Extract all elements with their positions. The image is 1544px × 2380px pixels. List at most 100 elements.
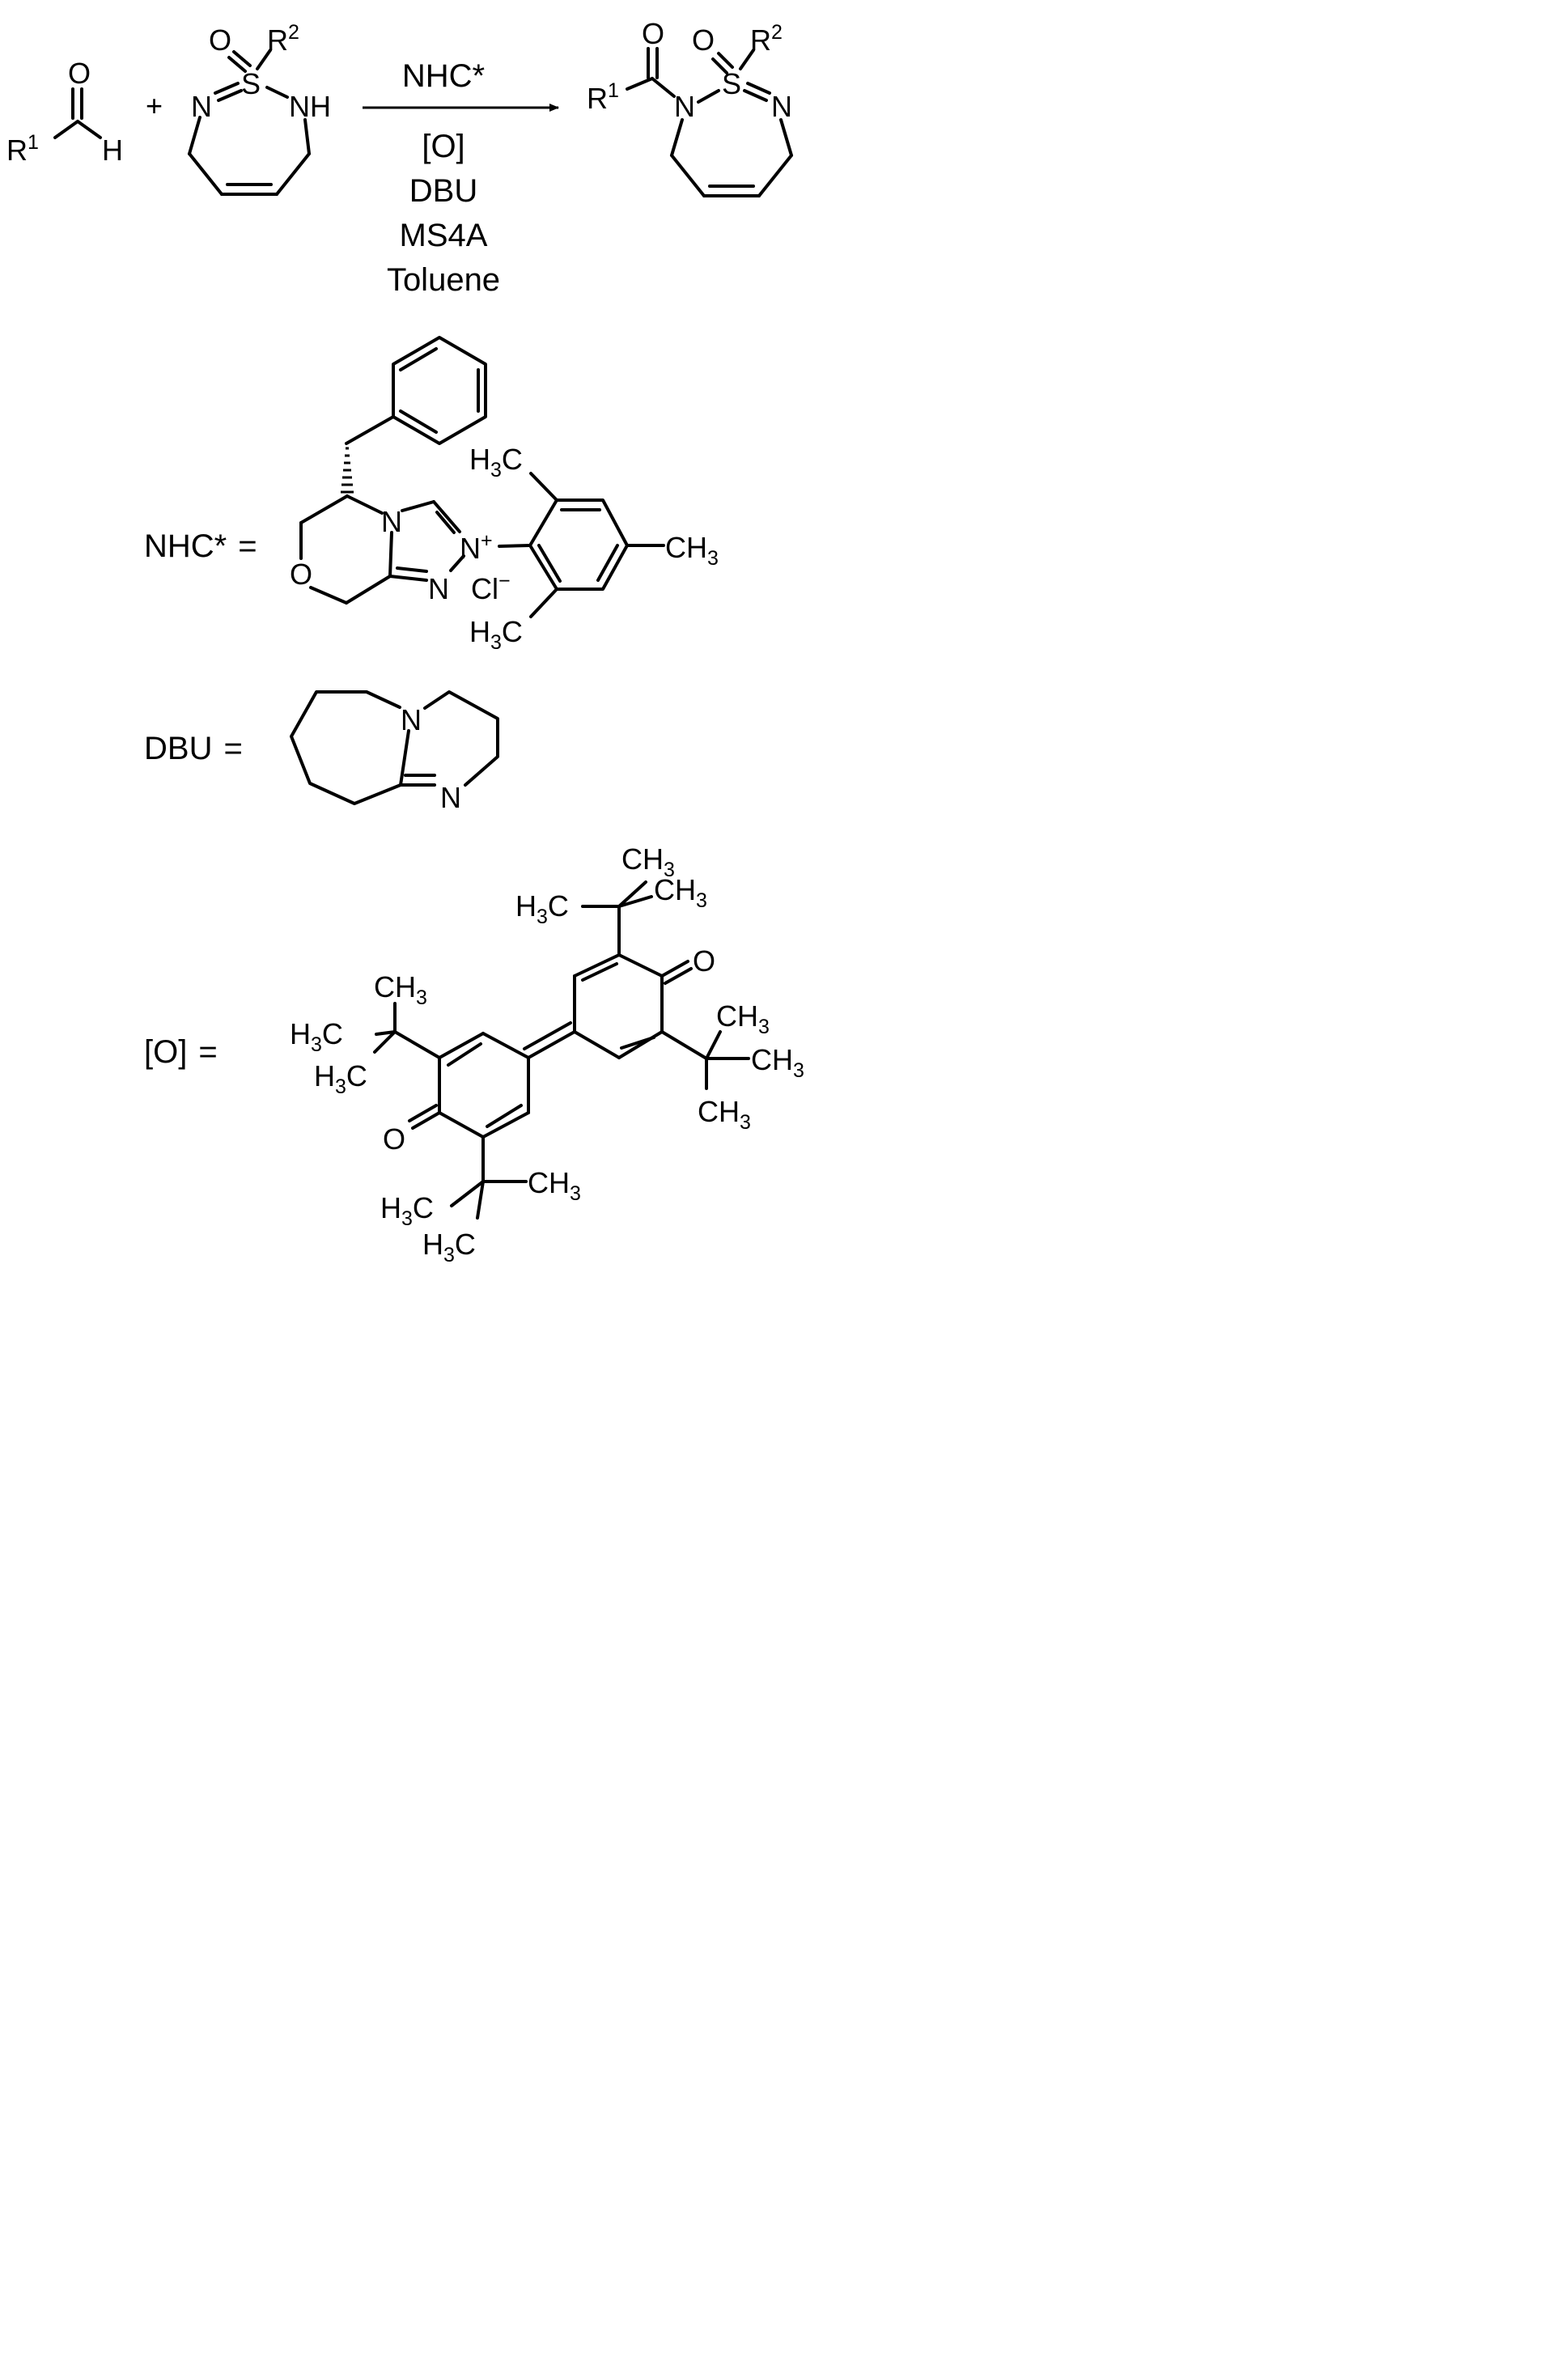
nhc-imine-nitrogen-label: N — [428, 572, 449, 605]
reactant-oxygen-label: O — [209, 23, 231, 57]
nhc-upper-methyl-c: C — [502, 443, 523, 476]
reaction-scheme: O R1 H + O R2 S N NH NHC* [O] DBU MS4A — [6, 17, 804, 1266]
hashed-wedge-bond — [341, 447, 354, 494]
oxidant-right-top-ch3-label: CH3 — [716, 999, 770, 1038]
oxidant-right-mid-ch3-ch: CH — [751, 1043, 793, 1076]
oxidant-upper-left-ch3-h: H — [515, 889, 537, 923]
oxidant-lower-oxygen-atom: O — [383, 1122, 405, 1156]
product-oxygen-atom: O — [642, 17, 664, 50]
dbu-imine-nitrogen-atom: N — [440, 781, 461, 814]
oxidant-upper-oxygen-atom: O — [693, 944, 715, 978]
nhc-cationic-nitrogen-label: N+ — [460, 529, 493, 565]
nhc-definition-name: NHC* — [144, 528, 227, 564]
nhc-imine-nitrogen-atom: N — [428, 572, 449, 605]
nhc-triazole-nitrogen-label: N — [381, 505, 402, 538]
product-imine-nitrogen-label: N — [771, 90, 792, 123]
nhc-lower-methyl-c: C — [502, 615, 523, 648]
nhc-lower-methyl-h: H — [469, 615, 490, 648]
nhc-negative-charge: − — [498, 570, 511, 592]
dbu-definition-label: DBU = — [144, 731, 243, 766]
aldehyde-hydrogen-label: H — [102, 134, 123, 167]
reactant-r-atom: R — [267, 23, 288, 57]
reaction-conditions: NHC* [O] DBU MS4A Toluene — [363, 58, 559, 298]
nhc-definition-label: NHC* = — [144, 528, 257, 564]
oxidant-upper-left-ch3-subscript: 3 — [537, 906, 548, 928]
product-acyl-nitrogen-atom: N — [674, 90, 695, 123]
oxidant-bottom-lower-ch3-label: H3C — [422, 1228, 476, 1266]
nhc-lower-methyl-label: H3C — [469, 615, 523, 654]
oxidant-bottom-left-ch3-subscript: 3 — [401, 1207, 413, 1230]
dbu-definition-name: DBU — [144, 731, 212, 766]
oxidant-right-bottom-ch3-ch: CH — [698, 1095, 740, 1128]
nhc-ring-oxygen-label: O — [290, 558, 312, 591]
aldehyde-oxygen-label: O — [68, 57, 91, 90]
oxidant-definition-name: [O] — [144, 1034, 187, 1070]
nhc-upper-methyl-subscript: 3 — [490, 459, 502, 482]
oxidant-upper-top-ch3-ch: CH — [621, 842, 664, 876]
oxidant-left-top-ch3-ch: CH — [374, 970, 416, 1003]
acylated-product: O O R1 R2 S N N — [587, 17, 793, 197]
plus-sign: + — [146, 89, 163, 122]
reactant-r2-label: R2 — [267, 21, 299, 57]
product-r1-label: R1 — [587, 79, 619, 115]
condition-nhc: NHC* — [402, 58, 485, 94]
product-oxygen-label: O — [642, 17, 664, 50]
condition-base: DBU — [409, 173, 477, 209]
oxidant-bottom-lower-ch3-subscript: 3 — [443, 1244, 455, 1266]
oxidant-right-top-ch3-subscript: 3 — [758, 1016, 770, 1038]
nhc-para-methyl-ch: CH — [665, 531, 707, 564]
product-r1-atom: R — [587, 82, 608, 115]
reactant-nh-label: NH — [289, 90, 331, 123]
condition-solvent: Toluene — [387, 262, 500, 298]
dbu-imine-nitrogen-label: N — [440, 781, 461, 814]
oxidant-bottom-right-ch3-subscript: 3 — [570, 1182, 581, 1205]
product-sulfonyl-oxygen-label: O — [692, 23, 715, 57]
product-imine-nitrogen-atom: N — [771, 90, 792, 123]
reactant-sulfur-atom: S — [241, 67, 261, 100]
oxidant-definition-equals: = — [198, 1034, 217, 1070]
nhc-para-methyl-label: CH3 — [665, 531, 719, 570]
nhc-para-methyl-subscript: 3 — [707, 547, 719, 570]
oxidant-left-top-ch3-label: CH3 — [374, 970, 427, 1009]
reactant-imine-nitrogen-atom: N — [191, 90, 212, 123]
oxidant-left-bottom-ch3-label: H3C — [314, 1059, 367, 1098]
reactant-imine-nitrogen-label: N — [191, 90, 212, 123]
dbu-bridgehead-nitrogen-atom: N — [401, 703, 422, 736]
dbu-definition: DBU = N N — [144, 690, 499, 814]
nhc-chloride-label: Cl− — [471, 570, 511, 605]
oxidant-upper-right-ch3-label: CH3 — [654, 873, 707, 912]
oxidant-right-mid-ch3-label: CH3 — [751, 1043, 804, 1082]
nhc-definition-equals: = — [238, 528, 257, 564]
oxidant-right-bottom-ch3-label: CH3 — [698, 1095, 751, 1134]
oxidant-left-mid-ch3-h: H — [290, 1017, 311, 1050]
aldehyde-hydrogen-atom: H — [102, 134, 123, 167]
dbu-definition-equals: = — [223, 731, 242, 766]
oxidant-left-bottom-ch3-h: H — [314, 1059, 335, 1092]
product-sulfur-atom: S — [722, 67, 741, 100]
reactant-nh-atom: NH — [289, 90, 331, 123]
nhc-upper-methyl-label: H3C — [469, 443, 523, 482]
nhc-ring-oxygen-atom: O — [290, 558, 312, 591]
nhc-upper-methyl-h: H — [469, 443, 490, 476]
oxidant-upper-left-ch3-label: H3C — [515, 889, 569, 928]
oxidant-upper-left-ch3-c: C — [548, 889, 569, 923]
oxidant-bottom-right-ch3-label: CH3 — [528, 1166, 581, 1205]
nhc-definition: NHC* = — [144, 336, 719, 654]
oxidant-bottom-left-ch3-c: C — [413, 1191, 434, 1224]
aldehyde-r-atom: R — [6, 134, 28, 167]
oxidant-left-mid-ch3-subscript: 3 — [311, 1033, 322, 1056]
nhc-cationic-nitrogen-atom: N — [460, 532, 481, 565]
reactant-sulfur-label: S — [241, 67, 261, 100]
oxidant-definition-label: [O] = — [144, 1034, 218, 1070]
oxidant-left-top-ch3-subscript: 3 — [416, 986, 427, 1009]
oxidant-upper-oxygen-label: O — [693, 944, 715, 978]
product-r2-superscript: 2 — [771, 21, 783, 44]
oxidant-bottom-lower-ch3-h: H — [422, 1228, 443, 1261]
product-r1-superscript: 1 — [608, 79, 619, 102]
dbu-bridgehead-nitrogen-label: N — [401, 703, 422, 736]
product-r2-label: R2 — [750, 21, 783, 57]
nhc-triazole-nitrogen-atom: N — [381, 505, 402, 538]
oxidant-upper-right-ch3-subscript: 3 — [696, 889, 707, 912]
reactant-r-superscript: 2 — [288, 21, 299, 44]
aldehyde-r-superscript: 1 — [28, 131, 39, 154]
